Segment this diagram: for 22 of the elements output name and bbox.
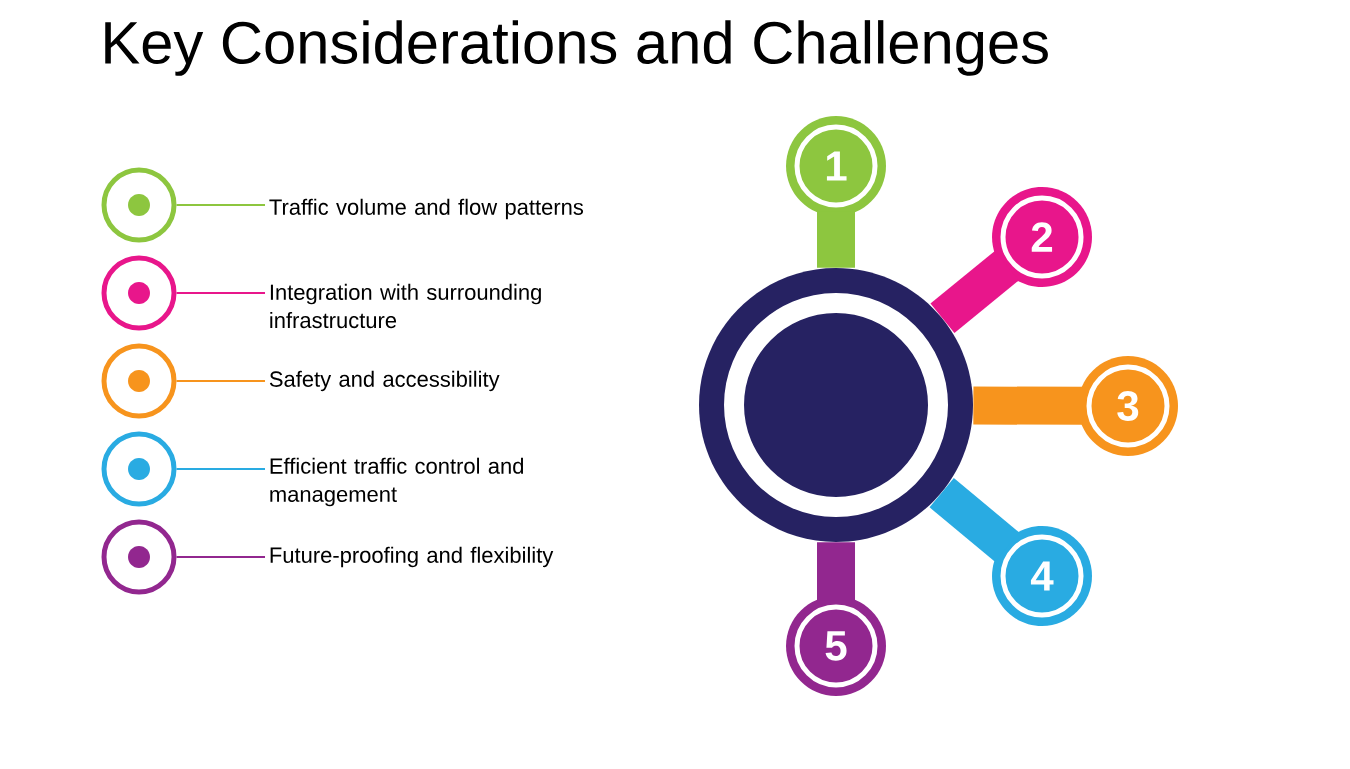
connector-arm: [973, 386, 1083, 425]
ring-marker: [101, 255, 177, 331]
ring-marker: [101, 167, 177, 243]
ring-marker: [101, 343, 177, 419]
title: Key Considerations and Challenges: [105, 20, 1048, 76]
leader-line: [175, 292, 266, 294]
item-text: Traffic volume and flow patterns: [269, 198, 584, 220]
item-text: Safety and accessibility: [269, 370, 500, 392]
ring-marker: [101, 519, 177, 595]
leader-line: [175, 380, 266, 382]
connector-arm: [817, 211, 855, 268]
ring-marker: [101, 431, 177, 507]
leader-line: [175, 556, 266, 558]
connector-arm: [817, 542, 855, 601]
connector-arm: [929, 478, 1020, 562]
item-text: Integration with surrounding infrastructure: [270, 283, 541, 329]
leader-line: [175, 204, 266, 206]
item-text: Efficient traffic control and management: [270, 457, 523, 507]
hub-circle: [699, 268, 973, 542]
item-text: Future-proofing and flexibility: [270, 546, 554, 568]
connector-arm: [930, 250, 1019, 333]
leader-line: [175, 468, 266, 470]
